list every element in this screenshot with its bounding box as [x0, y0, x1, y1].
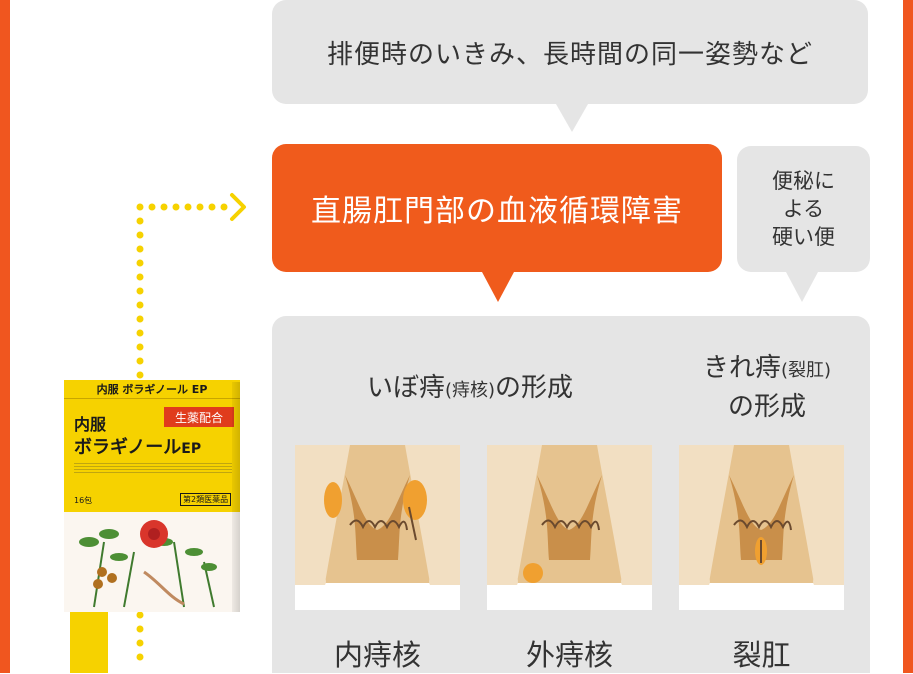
main-cause-pointer: [482, 272, 514, 302]
external-hemorrhoid-illustration: [487, 445, 652, 610]
package-line1: 内服: [74, 415, 107, 434]
package-badge: 生薬配合: [164, 407, 234, 427]
package-fineprint: [74, 461, 232, 473]
fissure-heading: きれ痔(裂肛) の形成: [702, 353, 832, 422]
anal-fissure-illustration: [679, 445, 844, 610]
right-border: [903, 0, 913, 673]
cause-bubble-pointer: [556, 104, 588, 132]
package-front: 生薬配合 内服 ボラギノールEP 16包 第2類医薬品: [64, 399, 240, 512]
internal-hemorrhoid-illustration: [295, 445, 460, 610]
main-cause-text: 直腸肛門部の血液循環障害: [311, 194, 683, 229]
label-anal-fissure: 裂肛: [732, 638, 791, 672]
cause-text: 排便時のいきみ、長時間の同一姿勢など: [326, 39, 813, 70]
package-count: 16包: [74, 496, 93, 505]
package-side: [232, 382, 240, 612]
package-herbs-panel: [64, 512, 240, 612]
package-category: 第2類医薬品: [180, 493, 232, 506]
constipation-pointer: [786, 272, 818, 302]
hemorrhoid-heading: いぼ痔(痔核)の形成: [366, 373, 574, 403]
package-top-band: 内服 ボラギノール EP: [64, 380, 240, 399]
yellow-bar: [70, 612, 108, 673]
package-brand: ボラギノールEP: [74, 437, 202, 458]
label-internal-hemorrhoid: 内痔核: [333, 638, 421, 672]
cause-bubble: [272, 0, 868, 104]
constipation-line1: 便秘に: [772, 169, 835, 193]
dotted-connector: [136, 193, 246, 661]
constipation-line3: 硬い便: [772, 225, 835, 249]
product-package: 内服 ボラギノール EP 生薬配合 内服 ボラギノールEP 16包 第2類医薬品: [64, 380, 240, 612]
left-border: [0, 0, 10, 673]
constipation-text: 便秘に よる 硬い便: [737, 146, 870, 272]
main-cause-bubble: [272, 144, 722, 272]
constipation-line2: よる: [782, 197, 825, 221]
herbs-illustration: [79, 520, 217, 608]
label-external-hemorrhoid: 外痔核: [525, 638, 613, 672]
constipation-bubble: [737, 146, 870, 272]
